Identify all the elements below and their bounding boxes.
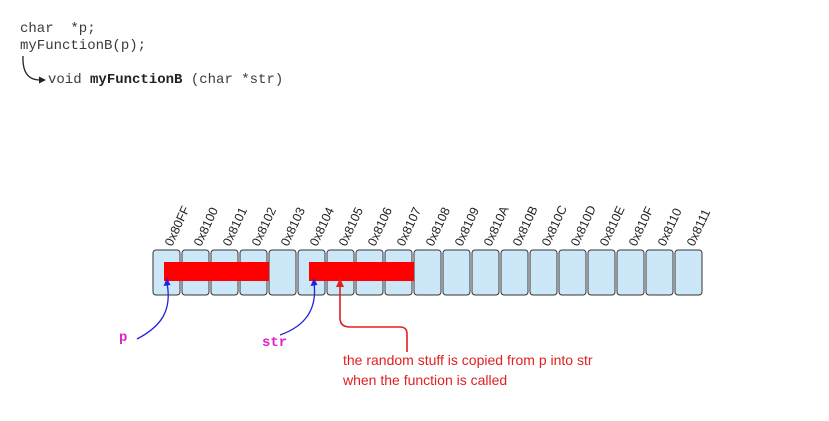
address-label: 0x8101 [220, 205, 250, 248]
address-label: 0x810A [481, 203, 512, 248]
pointer-p-label: p [119, 330, 128, 346]
memory-cell [268, 249, 297, 296]
address-label: 0x8109 [452, 205, 482, 248]
p-pointer-arrow [136, 282, 169, 340]
address-label: 0x810C [539, 203, 570, 248]
annotation-arrow [339, 285, 408, 352]
code-line-call: myFunctionB(p); [20, 38, 147, 54]
memory-cell [471, 249, 500, 296]
address-label: 0x8105 [336, 205, 366, 248]
memory-cell [500, 249, 529, 296]
highlight-block [309, 262, 414, 281]
address-label: 0x8100 [191, 205, 221, 248]
annotation-line-2: when the function is called [343, 372, 508, 388]
str-pointer-arrowhead [310, 278, 318, 286]
highlight-blocks [164, 262, 414, 281]
code-line-signature: void myFunctionB (char *str) [48, 72, 283, 89]
memory-cell [529, 249, 558, 296]
memory-cell [442, 249, 471, 296]
pointer-str-label: str [262, 335, 288, 351]
annotation-arrowhead [336, 278, 344, 287]
memory-cell [674, 249, 703, 296]
p-pointer-arrowhead [163, 278, 171, 286]
address-label: 0x8103 [278, 205, 308, 248]
address-label: 0x8111 [684, 207, 713, 248]
address-label: 0x810E [597, 204, 628, 248]
str-pointer-arrow [279, 282, 316, 336]
address-label: 0x810D [568, 203, 599, 248]
call-arrow-head [39, 76, 46, 84]
address-label: 0x810F [626, 204, 656, 248]
highlight-block [164, 262, 269, 281]
address-label: 0x8106 [365, 205, 395, 248]
address-label: 0x8110 [655, 206, 685, 248]
address-label: 0x80FF [162, 204, 193, 249]
address-label: 0x8104 [307, 205, 337, 248]
signature-function-name: myFunctionB [90, 72, 183, 88]
memory-cell [645, 249, 674, 296]
signature-prefix: void [48, 72, 91, 88]
memory-cell [616, 249, 645, 296]
code-line-declaration: char *p; [20, 21, 96, 37]
memory-cell [558, 249, 587, 296]
call-arrow [22, 55, 41, 81]
memory-cell [413, 249, 442, 296]
address-labels: 0x80FF0x81000x81010x81020x81030x81040x81… [162, 203, 713, 248]
memory-cell [587, 249, 616, 296]
address-label: 0x810B [510, 204, 541, 248]
address-label: 0x8108 [423, 205, 453, 248]
address-label: 0x8102 [249, 205, 279, 248]
signature-suffix: (char *str) [182, 72, 284, 88]
address-label: 0x8107 [394, 205, 424, 248]
annotation-line-1: the random stuff is copied from p into s… [343, 352, 593, 368]
